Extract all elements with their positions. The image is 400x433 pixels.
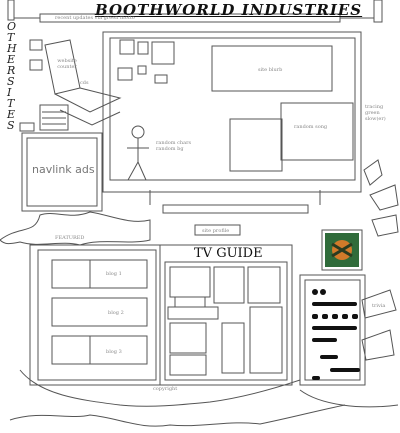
site-blurb: site blurb xyxy=(258,67,282,73)
site-profile-link[interactable]: site profile xyxy=(202,228,229,234)
tv-guide-title: TV GUIDE xyxy=(194,246,263,261)
random-song[interactable]: random song xyxy=(294,124,327,130)
website-counter-label: website counter xyxy=(52,58,82,70)
cds-label[interactable]: cds xyxy=(80,80,89,86)
tagline: recent updates via green motto xyxy=(55,15,135,21)
trivia-label: trivia xyxy=(372,303,385,309)
copyright: copyright xyxy=(153,386,177,392)
letter-s2: S xyxy=(7,120,17,131)
blog-2-link[interactable]: blog 2 xyxy=(108,310,124,316)
other-sites-label[interactable]: O T H E R S I T E S xyxy=(7,21,17,131)
random-characters: random chars random bg xyxy=(156,140,192,152)
blog-3-link[interactable]: blog 3 xyxy=(106,349,122,355)
featured-label: FEATURED xyxy=(55,235,84,241)
tracing-green-note: tracing green slow(er) xyxy=(365,104,399,122)
site-title: BOOTHWORLD INDUSTRIES xyxy=(95,1,362,19)
navlink-ads[interactable]: navlink ads xyxy=(32,163,95,176)
blog-1-link[interactable]: blog 1 xyxy=(106,271,122,277)
featured-thumbnail[interactable] xyxy=(322,230,362,270)
